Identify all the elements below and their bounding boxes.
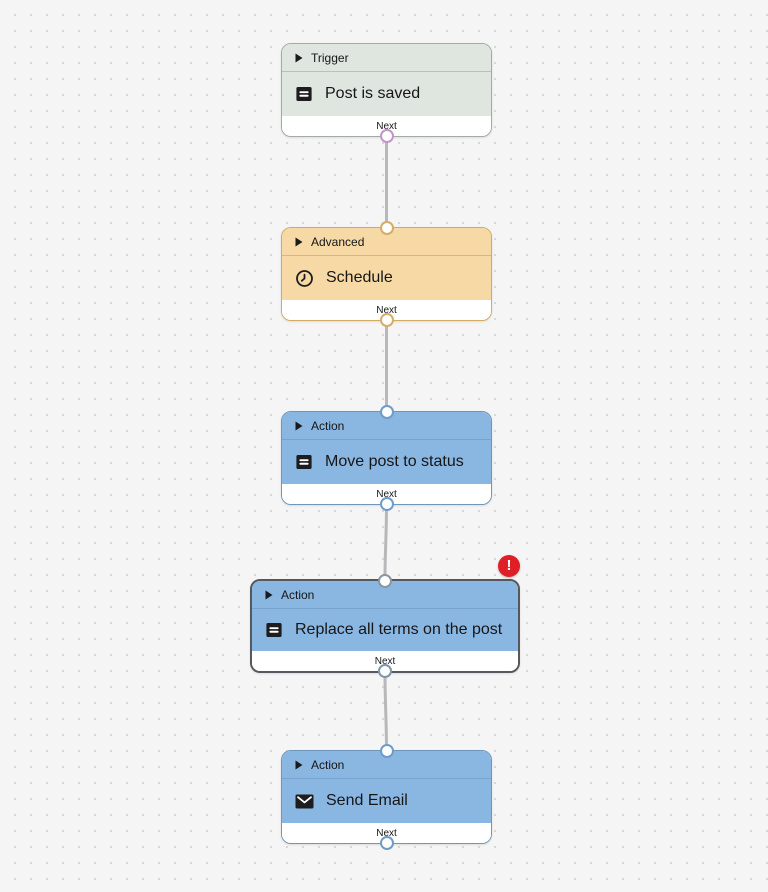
node-title: Send Email xyxy=(326,792,408,809)
document-icon xyxy=(295,85,313,103)
node-advanced-schedule[interactable]: Advanced Schedule Next xyxy=(281,221,492,327)
next-label: Next xyxy=(376,120,397,132)
node-footer: Next xyxy=(252,651,518,671)
node-body[interactable]: Move post to status xyxy=(282,440,491,484)
output-port[interactable] xyxy=(379,836,394,850)
input-port[interactable] xyxy=(379,405,394,419)
document-icon xyxy=(295,453,313,471)
caret-right-icon[interactable] xyxy=(295,760,303,770)
caret-right-icon[interactable] xyxy=(295,421,303,431)
node-title: Replace all terms on the post xyxy=(295,621,503,638)
node-action-send-email[interactable]: Action Send Email Next xyxy=(281,744,492,850)
envelope-icon xyxy=(295,794,314,809)
next-label: Next xyxy=(376,827,397,839)
node-footer: Next xyxy=(282,484,491,504)
node-category-label: Advanced xyxy=(311,234,365,249)
next-label: Next xyxy=(374,655,396,667)
output-port[interactable] xyxy=(378,664,392,678)
node-body[interactable]: Replace all terms on the post xyxy=(252,609,518,651)
next-label: Next xyxy=(376,304,397,316)
connector-line-3 xyxy=(383,503,388,581)
node-body[interactable]: Post is saved xyxy=(282,72,491,116)
output-port[interactable] xyxy=(379,129,394,143)
node-footer: Next xyxy=(282,823,491,843)
node-footer: Next xyxy=(282,300,491,320)
node-title: Post is saved xyxy=(325,85,421,102)
input-port[interactable] xyxy=(379,221,394,235)
node-trigger-post-is-saved[interactable]: Trigger Post is saved Next xyxy=(281,43,492,143)
output-port[interactable] xyxy=(379,313,394,327)
node-footer: Next xyxy=(282,116,491,136)
node-title: Schedule xyxy=(326,269,393,286)
clock-icon xyxy=(295,269,314,288)
input-port[interactable] xyxy=(378,574,392,588)
node-category-label: Action xyxy=(281,587,315,602)
document-icon xyxy=(265,621,283,639)
input-port[interactable] xyxy=(379,744,394,758)
node-title: Move post to status xyxy=(325,453,464,470)
node-header[interactable]: Trigger xyxy=(282,44,491,72)
node-category-label: Trigger xyxy=(311,50,349,65)
caret-right-icon[interactable] xyxy=(295,53,303,63)
node-category-label: Action xyxy=(311,757,345,772)
output-port[interactable] xyxy=(379,497,394,511)
node-body[interactable]: Schedule xyxy=(282,256,491,300)
error-badge-icon[interactable]: ! xyxy=(498,555,520,577)
caret-right-icon[interactable] xyxy=(265,590,273,600)
node-action-replace-all-terms[interactable]: ! Action Replace all terms on the post N… xyxy=(250,555,520,678)
node-action-move-post-to-status[interactable]: Action Move post to status Next xyxy=(281,405,492,511)
node-body[interactable]: Send Email xyxy=(282,779,491,823)
next-label: Next xyxy=(376,488,397,500)
node-category-label: Action xyxy=(311,418,345,433)
caret-right-icon[interactable] xyxy=(295,237,303,247)
connector-line-4 xyxy=(383,671,388,752)
